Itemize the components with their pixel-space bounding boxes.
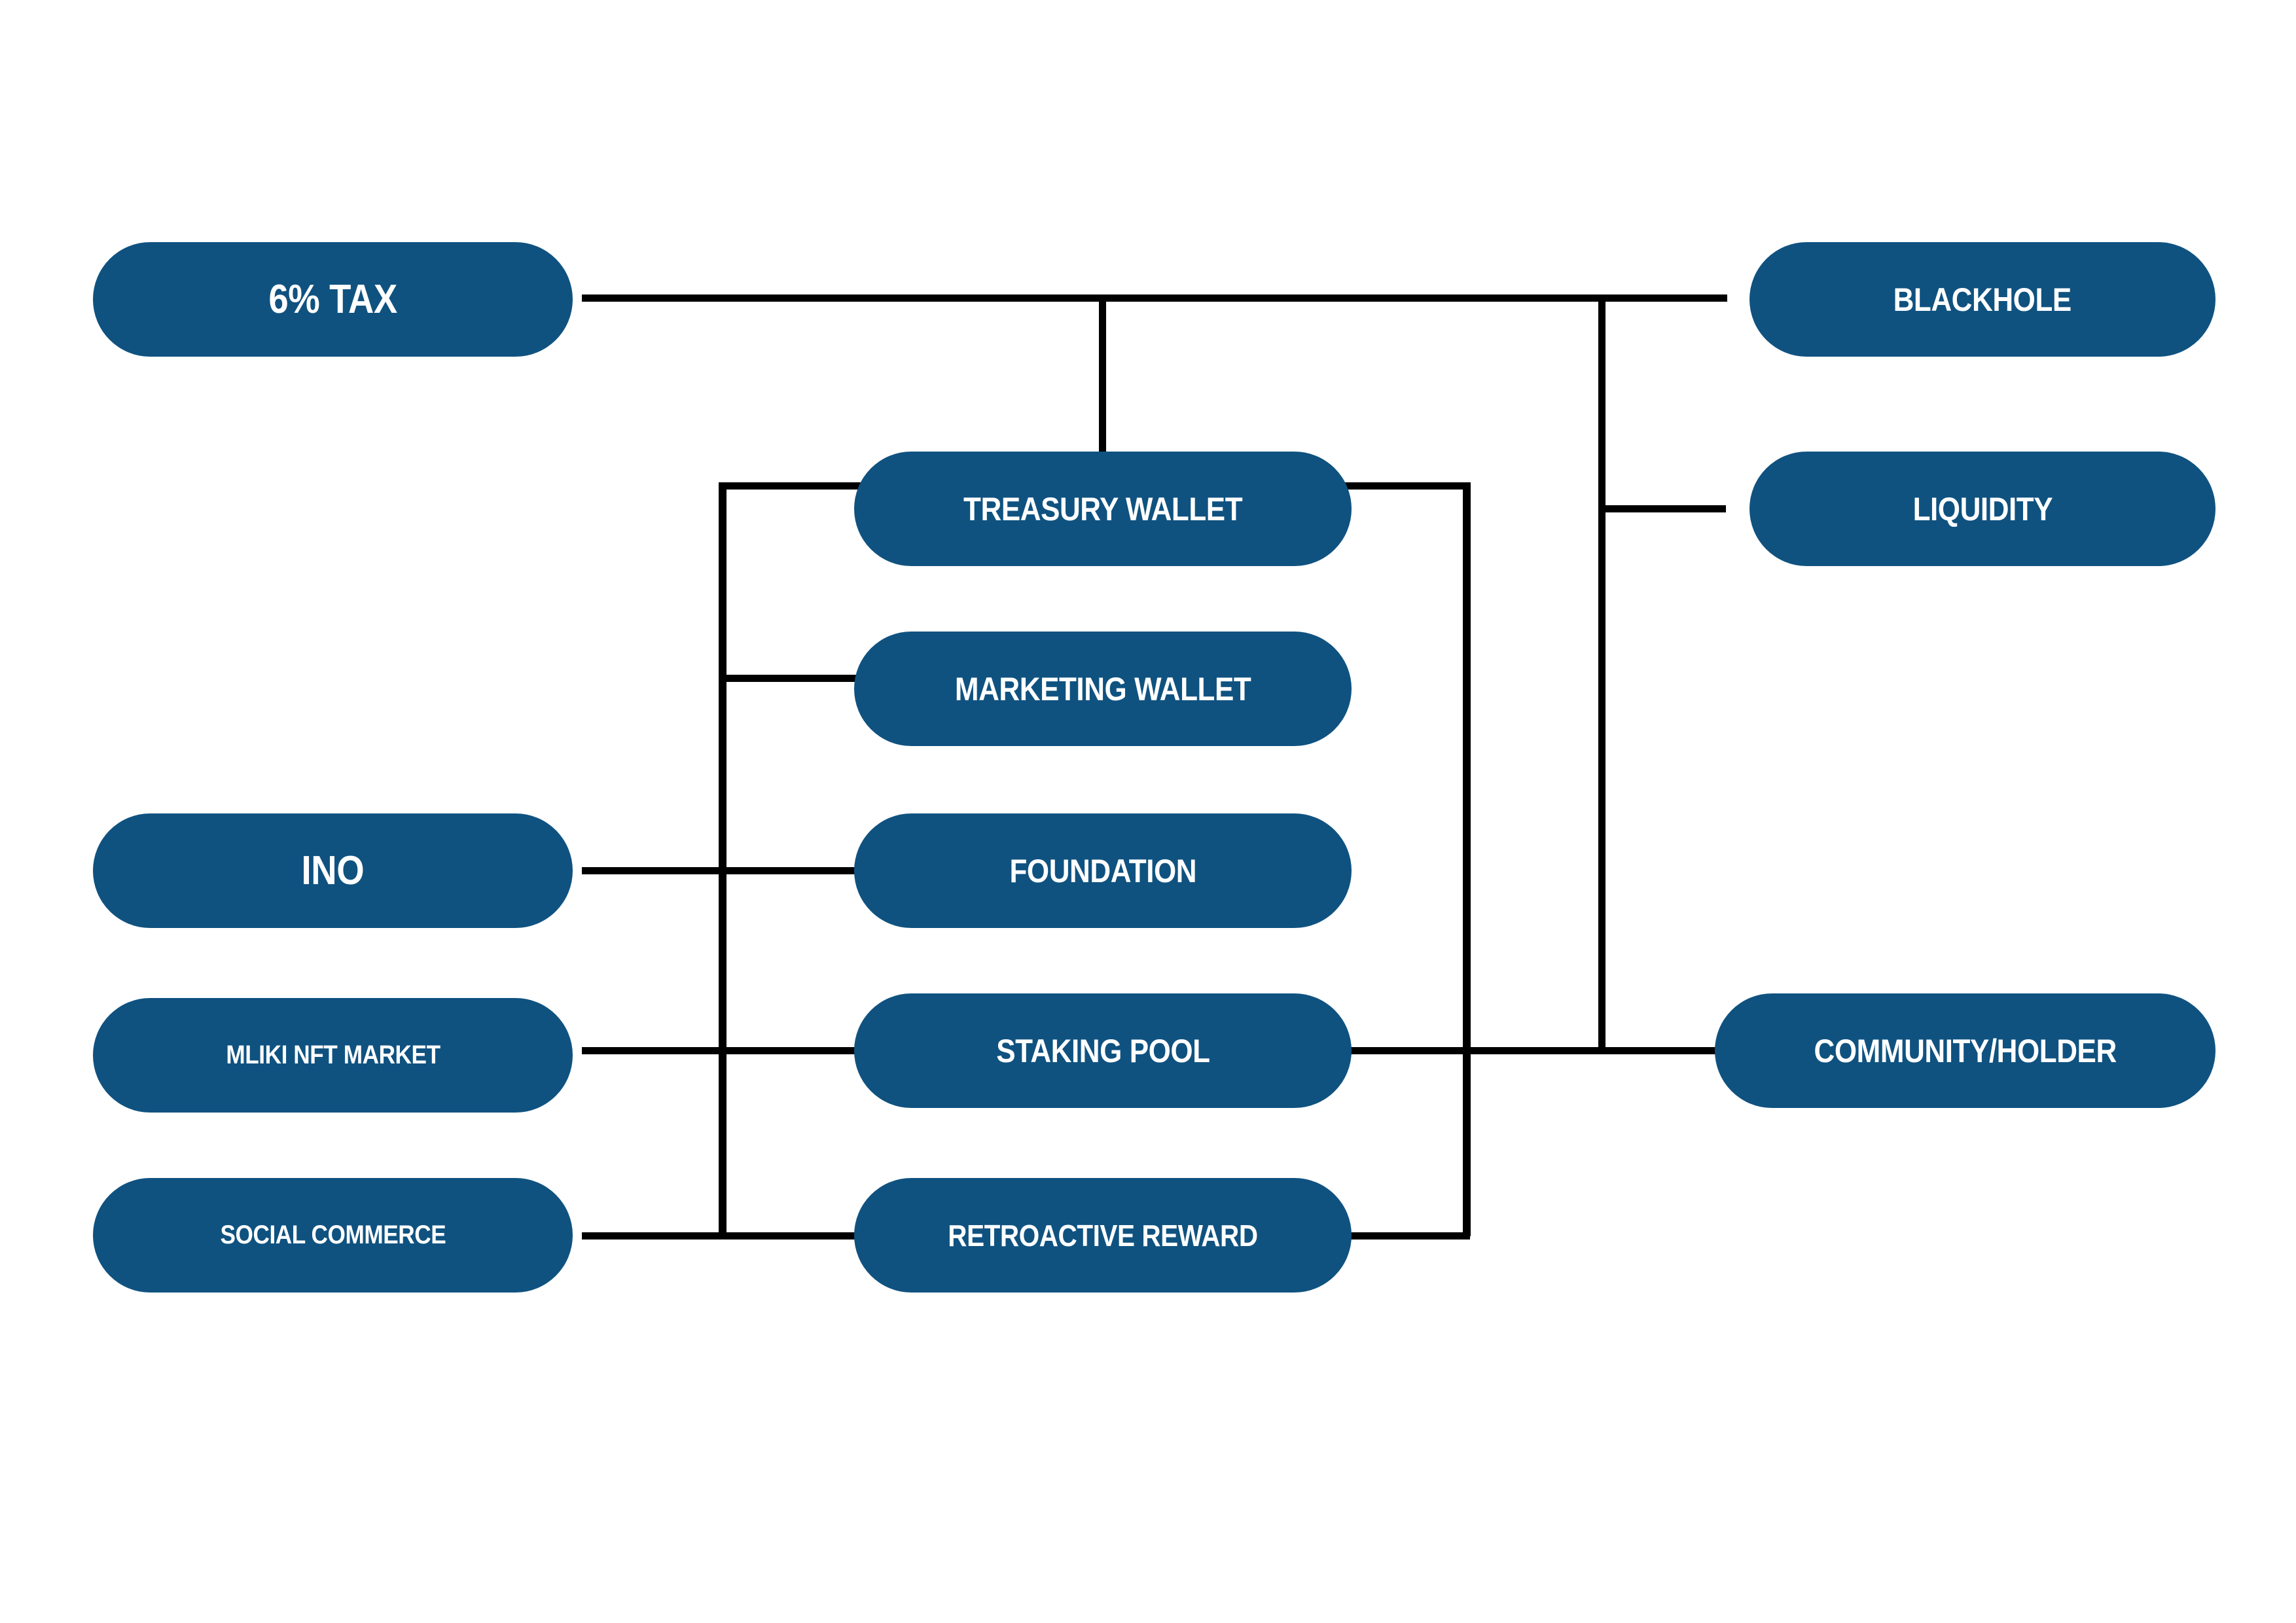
node-foundation-label: FOUNDATION xyxy=(1009,852,1196,889)
node-retroactive-reward-label: RETROACTIVE REWARD xyxy=(948,1218,1258,1253)
edge-social-to-retroactive xyxy=(582,1232,866,1240)
node-social-commerce-label: SOCIAL COMMERCE xyxy=(220,1221,446,1249)
node-blackhole-label: BLACKHOLE xyxy=(1893,281,2072,318)
node-tax-label: 6% TAX xyxy=(268,277,397,322)
node-liquidity-label: LIQUIDITY xyxy=(1912,490,2053,527)
node-community-holder-label: COMMUNITY/HOLDER xyxy=(1814,1032,2117,1069)
node-social-commerce[interactable]: SOCIAL COMMERCE xyxy=(93,1178,573,1293)
node-treasury-wallet[interactable]: TREASURY WALLET xyxy=(854,452,1352,566)
node-retroactive-reward[interactable]: RETROACTIVE REWARD xyxy=(854,1178,1352,1293)
node-tax[interactable]: 6% TAX xyxy=(93,242,573,357)
node-ino[interactable]: INO xyxy=(93,813,573,928)
edge-trunk-to-liquidity xyxy=(1598,505,1726,512)
node-staking-pool-label: STAKING POOL xyxy=(996,1032,1210,1069)
node-ino-label: INO xyxy=(301,848,365,893)
edge-right-trunk xyxy=(1598,294,1605,1054)
node-staking-pool[interactable]: STAKING POOL xyxy=(854,993,1352,1108)
edge-treasury-right-stub xyxy=(1339,482,1470,490)
node-community-holder[interactable]: COMMUNITY/HOLDER xyxy=(1715,993,2215,1108)
node-treasury-wallet-label: TREASURY WALLET xyxy=(963,490,1243,527)
edge-mliki-to-staking xyxy=(582,1047,866,1054)
node-liquidity[interactable]: LIQUIDITY xyxy=(1749,452,2215,566)
node-mliki-nft-market-label: MLIKI NFT MARKET xyxy=(225,1041,440,1069)
node-marketing-wallet[interactable]: MARKETING WALLET xyxy=(854,632,1352,746)
edge-marketing-stub xyxy=(719,675,866,682)
node-blackhole[interactable]: BLACKHOLE xyxy=(1749,242,2215,357)
edge-retroactive-right-stub xyxy=(1339,1232,1470,1240)
node-mliki-nft-market[interactable]: MLIKI NFT MARKET xyxy=(93,998,573,1113)
edge-tax-to-blackhole xyxy=(582,294,1727,302)
edge-left-trunk xyxy=(719,482,726,1236)
edge-tax-to-treasury xyxy=(1099,294,1106,457)
edge-inner-right-trunk xyxy=(1463,482,1471,1236)
node-marketing-wallet-label: MARKETING WALLET xyxy=(954,670,1251,707)
edge-treasury-left-stub xyxy=(719,482,866,490)
node-foundation[interactable]: FOUNDATION xyxy=(854,813,1352,928)
edge-ino-to-foundation xyxy=(582,867,866,874)
edge-staking-to-community xyxy=(1339,1047,1725,1054)
